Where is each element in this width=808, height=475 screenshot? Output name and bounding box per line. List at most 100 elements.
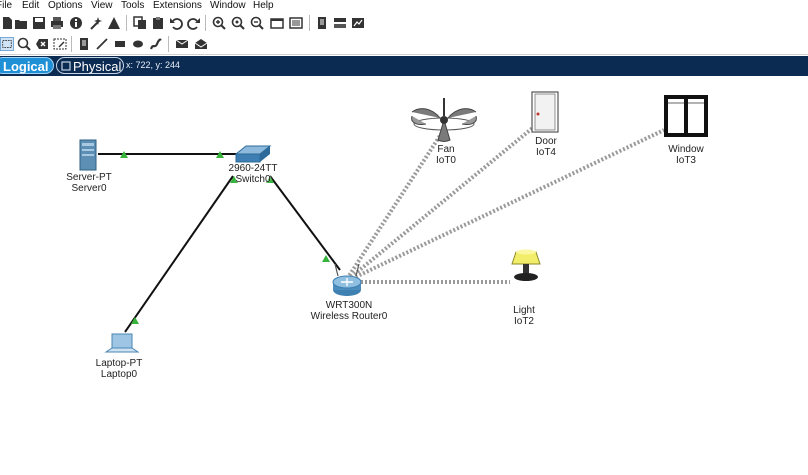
light-device[interactable] xyxy=(511,249,541,282)
custom-device-icon[interactable] xyxy=(107,16,121,30)
light-model-label: Light xyxy=(513,305,535,316)
toolbar-separator xyxy=(71,36,72,52)
menu-view[interactable]: View xyxy=(91,0,113,11)
link-switch-laptop xyxy=(124,175,234,333)
new-icon[interactable] xyxy=(0,16,14,30)
resize-icon[interactable] xyxy=(53,37,67,51)
menu-help[interactable]: Help xyxy=(253,0,274,11)
undo-icon[interactable] xyxy=(169,16,183,30)
link-up-indicator xyxy=(230,176,238,183)
menu-edit[interactable]: Edit xyxy=(22,0,40,11)
link-up-indicator xyxy=(216,151,224,158)
copy-icon[interactable] xyxy=(133,16,147,30)
info-icon[interactable] xyxy=(69,16,83,30)
door-device[interactable] xyxy=(531,91,559,133)
toolbar-separator xyxy=(168,36,169,52)
tab-logical-label: Logical xyxy=(3,59,49,74)
window-name-label: IoT3 xyxy=(675,155,696,166)
menu-window[interactable]: Window xyxy=(210,0,246,11)
menu-bar: File Edit Options View Tools Extensions … xyxy=(0,0,808,12)
laptop-model-label: Laptop-PT xyxy=(95,358,143,369)
router-model-label: WRT300N xyxy=(325,300,373,311)
laptop-label: Laptop-PT Laptop0 xyxy=(86,358,152,380)
open-icon[interactable] xyxy=(14,16,28,30)
add-complex-pdu-icon[interactable] xyxy=(194,37,208,51)
wireless-links xyxy=(343,124,665,284)
switch-model-label: 2960-24TT xyxy=(228,163,278,174)
custom-devices-dialog-icon[interactable] xyxy=(289,16,303,30)
window-device[interactable] xyxy=(664,95,708,137)
workspace-mode-bar: Logical Physical x: 722, y: 244 xyxy=(0,56,808,76)
zoom-in-icon[interactable] xyxy=(212,16,226,30)
select-icon[interactable] xyxy=(0,37,14,51)
toolbar-separator xyxy=(126,15,127,31)
drawing-palette-icon[interactable] xyxy=(270,16,284,30)
fan-model-label: Fan xyxy=(437,144,455,155)
server-device[interactable] xyxy=(79,139,97,171)
notes-icon[interactable] xyxy=(315,16,329,30)
wireless-link-door xyxy=(343,124,537,284)
add-simple-pdu-icon[interactable] xyxy=(175,37,189,51)
light-label: Light IoT2 xyxy=(502,305,546,327)
fan-device[interactable] xyxy=(411,98,477,142)
router-label: WRT300N Wireless Router0 xyxy=(304,300,394,322)
server-label: Server-PT Server0 xyxy=(56,172,122,194)
note-icon[interactable] xyxy=(77,37,91,51)
menu-options[interactable]: Options xyxy=(48,0,83,11)
link-up-indicator xyxy=(322,255,330,262)
link-up-indicator xyxy=(266,176,274,183)
rectangle-icon[interactable] xyxy=(113,37,127,51)
laptop-device[interactable] xyxy=(104,333,140,353)
viewport-icon[interactable] xyxy=(333,16,347,30)
ellipse-icon[interactable] xyxy=(131,37,145,51)
line-icon[interactable] xyxy=(95,37,109,51)
inspect-icon[interactable] xyxy=(17,37,31,51)
router-name-label: Wireless Router0 xyxy=(310,311,388,322)
server-name-label: Server0 xyxy=(71,183,107,194)
redo-icon[interactable] xyxy=(187,16,201,30)
cursor-coordinates: x: 722, y: 244 xyxy=(126,60,181,70)
switch-name-label: Switch0 xyxy=(235,174,271,185)
tab-logical[interactable]: Logical xyxy=(0,57,54,74)
wired-links xyxy=(98,153,341,333)
door-model-label: Door xyxy=(535,136,557,147)
window-model-label: Window xyxy=(668,144,704,155)
simulation-icon[interactable] xyxy=(351,16,365,30)
drawing-toolbar xyxy=(0,34,808,55)
wireless-link-window xyxy=(344,128,665,284)
menu-tools[interactable]: Tools xyxy=(121,0,145,11)
print-icon[interactable] xyxy=(50,16,64,30)
window-label: Window IoT3 xyxy=(662,144,710,166)
switch-device[interactable] xyxy=(234,145,272,163)
laptop-name-label: Laptop0 xyxy=(100,369,138,380)
server-model-label: Server-PT xyxy=(66,172,112,183)
menu-file[interactable]: File xyxy=(0,0,13,11)
menu-extensions[interactable]: Extensions xyxy=(153,0,202,11)
link-up-indicator xyxy=(120,151,128,158)
freeform-icon[interactable] xyxy=(149,37,163,51)
wireless-link-fan xyxy=(343,126,447,284)
tab-physical-label: Physical xyxy=(73,59,122,74)
fan-label: Fan IoT0 xyxy=(424,144,468,166)
main-toolbar xyxy=(0,12,808,35)
activity-wizard-icon[interactable] xyxy=(89,16,103,30)
router-device[interactable] xyxy=(332,263,362,296)
toolbar-separator xyxy=(309,15,310,31)
door-label: Door IoT4 xyxy=(524,136,568,158)
link-switch-router xyxy=(269,175,341,271)
zoom-reset-icon[interactable] xyxy=(231,16,245,30)
link-status-lights xyxy=(120,151,330,324)
delete-icon[interactable] xyxy=(35,37,49,51)
zoom-out-icon[interactable] xyxy=(250,16,264,30)
door-name-label: IoT4 xyxy=(535,147,556,158)
link-up-indicator xyxy=(131,317,139,324)
tab-physical[interactable]: Physical xyxy=(56,57,124,74)
save-icon[interactable] xyxy=(32,16,46,30)
logical-workspace[interactable]: Server-PT Server0 2960-24TT Switch0 WRT3… xyxy=(0,76,808,475)
physical-icon xyxy=(61,61,71,71)
topology-svg xyxy=(79,91,708,353)
fan-name-label: IoT0 xyxy=(435,155,456,166)
paste-icon[interactable] xyxy=(151,16,165,30)
switch-label: 2960-24TT Switch0 xyxy=(220,163,286,185)
light-name-label: IoT2 xyxy=(513,316,534,327)
